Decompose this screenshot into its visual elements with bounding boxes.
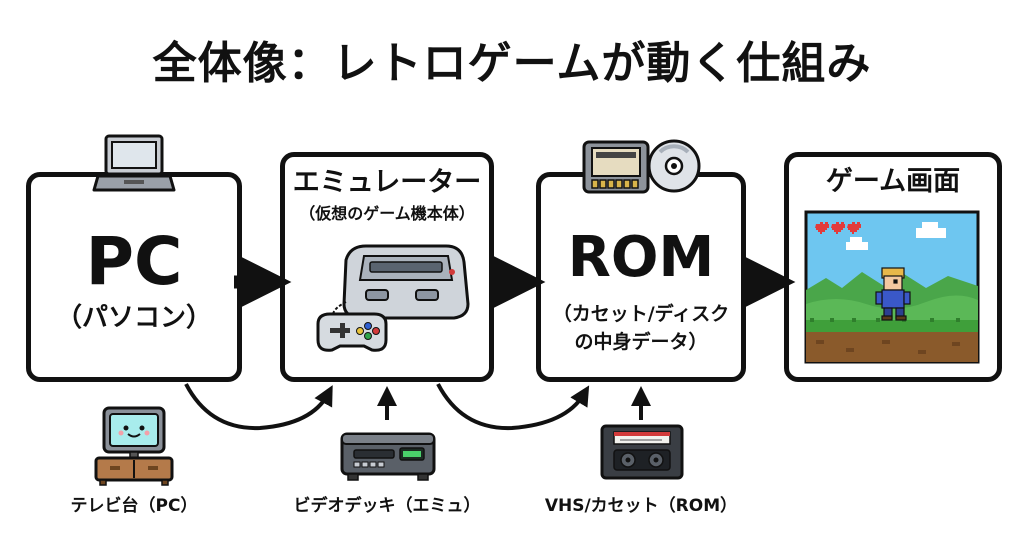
rom-sublabel-line2: の中身データ） <box>574 331 708 353</box>
vcr-icon <box>340 432 436 481</box>
rom-sublabel-line1: （カセット/ディスク <box>552 303 730 325</box>
video-deck-caption: ビデオデッキ（エミュ） <box>293 496 481 516</box>
emulator-sublabel: （仮想のゲーム機本体） <box>299 204 475 223</box>
emulator-label: エミュレーター <box>292 167 482 198</box>
vhs-caption: VHS/カセット（ROM） <box>544 496 738 516</box>
game-screenshot <box>804 210 980 364</box>
laptop-icon <box>92 134 176 192</box>
pc-label: PC <box>85 223 183 300</box>
pixel-hero <box>875 267 911 321</box>
tv-stand-caption: テレビ台（PC） <box>70 496 198 516</box>
game-console-icon <box>316 244 470 352</box>
curve-emulator-to-rom <box>436 383 590 431</box>
pc-box <box>26 172 242 382</box>
rom-label: ROM <box>567 225 715 290</box>
vhs-tape-icon <box>600 424 684 480</box>
page-title: 全体像：レトロゲームが動く仕組み <box>152 38 872 89</box>
tv-on-stand-icon <box>94 406 174 486</box>
curve-pc-to-emulator <box>184 383 333 431</box>
cartridge-disc-icon <box>582 139 701 194</box>
heart-icon <box>815 222 861 234</box>
game-screen-label: ゲーム画面 <box>825 166 961 197</box>
pc-sublabel: （パソコン） <box>55 303 212 333</box>
